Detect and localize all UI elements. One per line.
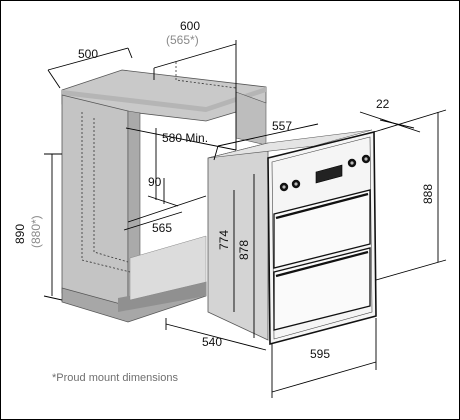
cavity-dashed-outline-2: [93, 118, 129, 263]
label-oven-total-height: 888: [421, 184, 435, 204]
cabinet-left-panel: [61, 94, 129, 313]
cabinet-top-edge: [62, 87, 266, 112]
dimension-lines: [43, 40, 447, 398]
label-cabinet-height: 890: [13, 224, 27, 244]
upper-door-handle: [275, 192, 369, 220]
dimension-labels: 600 (565*) 500 580 Min. 90 565 890 (880*…: [13, 19, 435, 384]
upper-door: [273, 189, 371, 269]
cavity-dashed-outline-1: [81, 112, 131, 273]
label-cavity-depth-min: 580 Min.: [162, 131, 208, 145]
cabinet-cavity-floor: [129, 235, 207, 301]
label-oven-depth: 540: [202, 335, 222, 349]
lower-door: [273, 247, 371, 331]
footnote: *Proud mount dimensions: [52, 372, 178, 384]
label-cabinet-height-alt: (880*): [29, 215, 43, 248]
cavity-dashed-outline-3: [175, 62, 237, 89]
label-oven-side-depth: 557: [272, 119, 292, 133]
oven-display: [315, 164, 343, 184]
label-cavity-inner-width: 565: [152, 221, 172, 235]
label-cabinet-width: 600: [180, 19, 200, 33]
lower-door-handle: [275, 250, 369, 278]
oven: [207, 129, 377, 346]
label-oven-body-height: 774: [217, 230, 231, 250]
label-oven-front-height: 878: [237, 240, 251, 260]
label-cabinet-depth: 500: [78, 47, 98, 61]
label-fascia-thickness: 22: [376, 97, 390, 111]
cabinet: [61, 62, 267, 323]
label-oven-width: 595: [310, 347, 330, 361]
label-cavity-gap: 90: [148, 175, 162, 189]
oven-top: [207, 129, 373, 159]
cabinet-plinth-front: [118, 282, 206, 312]
oven-front-rim: [271, 136, 373, 340]
label-cabinet-width-alt: (565*): [166, 33, 199, 47]
